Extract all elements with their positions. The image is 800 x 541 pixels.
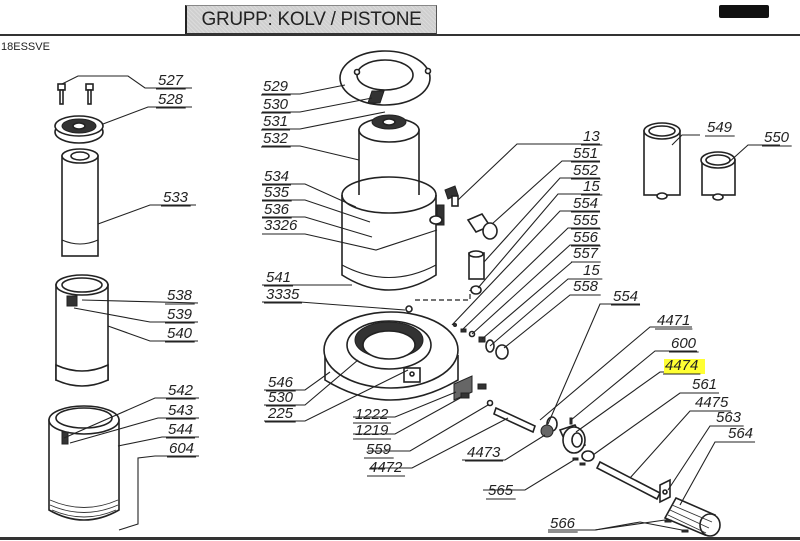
label-529: 529 xyxy=(263,78,289,95)
part-550-short-sleeve xyxy=(700,151,736,201)
label-15-bottom: 15 xyxy=(583,262,600,279)
diagram-title: GRUPP: KOLV / PISTONE xyxy=(201,8,422,30)
label-225: 225 xyxy=(267,405,294,422)
label-532: 532 xyxy=(263,130,289,147)
footer-divider xyxy=(0,537,800,540)
label-530-bottom: 530 xyxy=(268,389,294,406)
label-4473: 4473 xyxy=(467,444,501,461)
label-549: 549 xyxy=(707,119,733,136)
part-546-base xyxy=(323,305,459,401)
part-549-tall-sleeve xyxy=(643,122,681,200)
part-labels: 527 528 533 538 539 540 542 543 544 604 … xyxy=(156,72,792,533)
label-535: 535 xyxy=(264,184,290,201)
label-552: 552 xyxy=(573,162,599,179)
label-528: 528 xyxy=(158,91,184,108)
label-555: 555 xyxy=(573,212,599,229)
part-564-handle xyxy=(663,496,721,537)
label-538: 538 xyxy=(167,287,193,304)
label-557: 557 xyxy=(573,245,599,262)
part-4475-shaft xyxy=(581,450,662,501)
label-556: 556 xyxy=(573,229,599,246)
assembly-dashed-line xyxy=(415,290,471,301)
title-box: GRUPP: KOLV / PISTONE xyxy=(185,5,437,35)
label-530-top: 530 xyxy=(263,96,289,113)
part-528-cap xyxy=(54,115,104,144)
part-541-reservoir xyxy=(341,176,437,291)
label-540: 540 xyxy=(167,325,193,342)
label-536: 536 xyxy=(264,201,290,218)
label-566: 566 xyxy=(550,515,576,532)
part-565-pins xyxy=(572,457,586,466)
label-539: 539 xyxy=(167,306,193,323)
label-544: 544 xyxy=(168,421,193,438)
header-divider xyxy=(0,34,800,36)
label-4474-highlighted: 4474 xyxy=(665,357,698,374)
part-527-screws xyxy=(57,83,94,105)
part-533-inner-tube xyxy=(61,148,99,257)
label-550: 550 xyxy=(764,129,790,146)
label-531: 531 xyxy=(263,113,288,130)
label-4471: 4471 xyxy=(657,312,690,329)
part-563-link xyxy=(659,478,671,504)
label-13: 13 xyxy=(583,128,600,145)
label-561: 561 xyxy=(692,376,717,393)
label-600: 600 xyxy=(671,335,697,352)
part-552-filter xyxy=(468,250,485,295)
label-564: 564 xyxy=(728,425,753,442)
highlight-4474 xyxy=(664,359,705,374)
part-4474-pump-body xyxy=(558,417,587,454)
part-551-fitting xyxy=(466,213,498,240)
label-3335: 3335 xyxy=(266,286,300,303)
label-1222: 1222 xyxy=(355,406,389,423)
label-541: 541 xyxy=(266,269,291,286)
label-554-top: 554 xyxy=(573,195,598,212)
redaction-mark xyxy=(719,5,769,18)
label-1219: 1219 xyxy=(355,422,389,439)
label-559: 559 xyxy=(366,441,392,458)
label-533: 533 xyxy=(163,189,189,206)
label-565: 565 xyxy=(488,482,514,499)
label-604: 604 xyxy=(169,440,194,457)
label-543: 543 xyxy=(168,402,194,419)
label-542: 542 xyxy=(168,382,194,399)
part-529-flange-ring xyxy=(339,50,432,106)
part-540-sleeve xyxy=(55,274,109,387)
document-code: 18ESSVE xyxy=(1,41,50,53)
label-563: 563 xyxy=(716,409,742,426)
label-546: 546 xyxy=(268,374,294,391)
label-4475: 4475 xyxy=(695,394,729,411)
part-566-pins xyxy=(664,519,689,533)
label-3326: 3326 xyxy=(264,217,298,234)
label-4472: 4472 xyxy=(369,459,403,476)
part-3326-valve xyxy=(429,204,445,226)
label-15-top: 15 xyxy=(583,178,600,195)
part-1222-plate xyxy=(453,375,487,401)
label-551: 551 xyxy=(573,145,598,162)
part-13-elbow xyxy=(444,185,459,207)
part-554-ball-seat-stack xyxy=(453,323,509,360)
part-604-base-cylinder xyxy=(48,405,120,521)
label-554-bottom: 554 xyxy=(613,288,638,305)
label-527: 527 xyxy=(158,72,184,89)
label-558: 558 xyxy=(573,278,599,295)
part-4472-plunger xyxy=(486,399,558,438)
label-534: 534 xyxy=(264,168,289,185)
